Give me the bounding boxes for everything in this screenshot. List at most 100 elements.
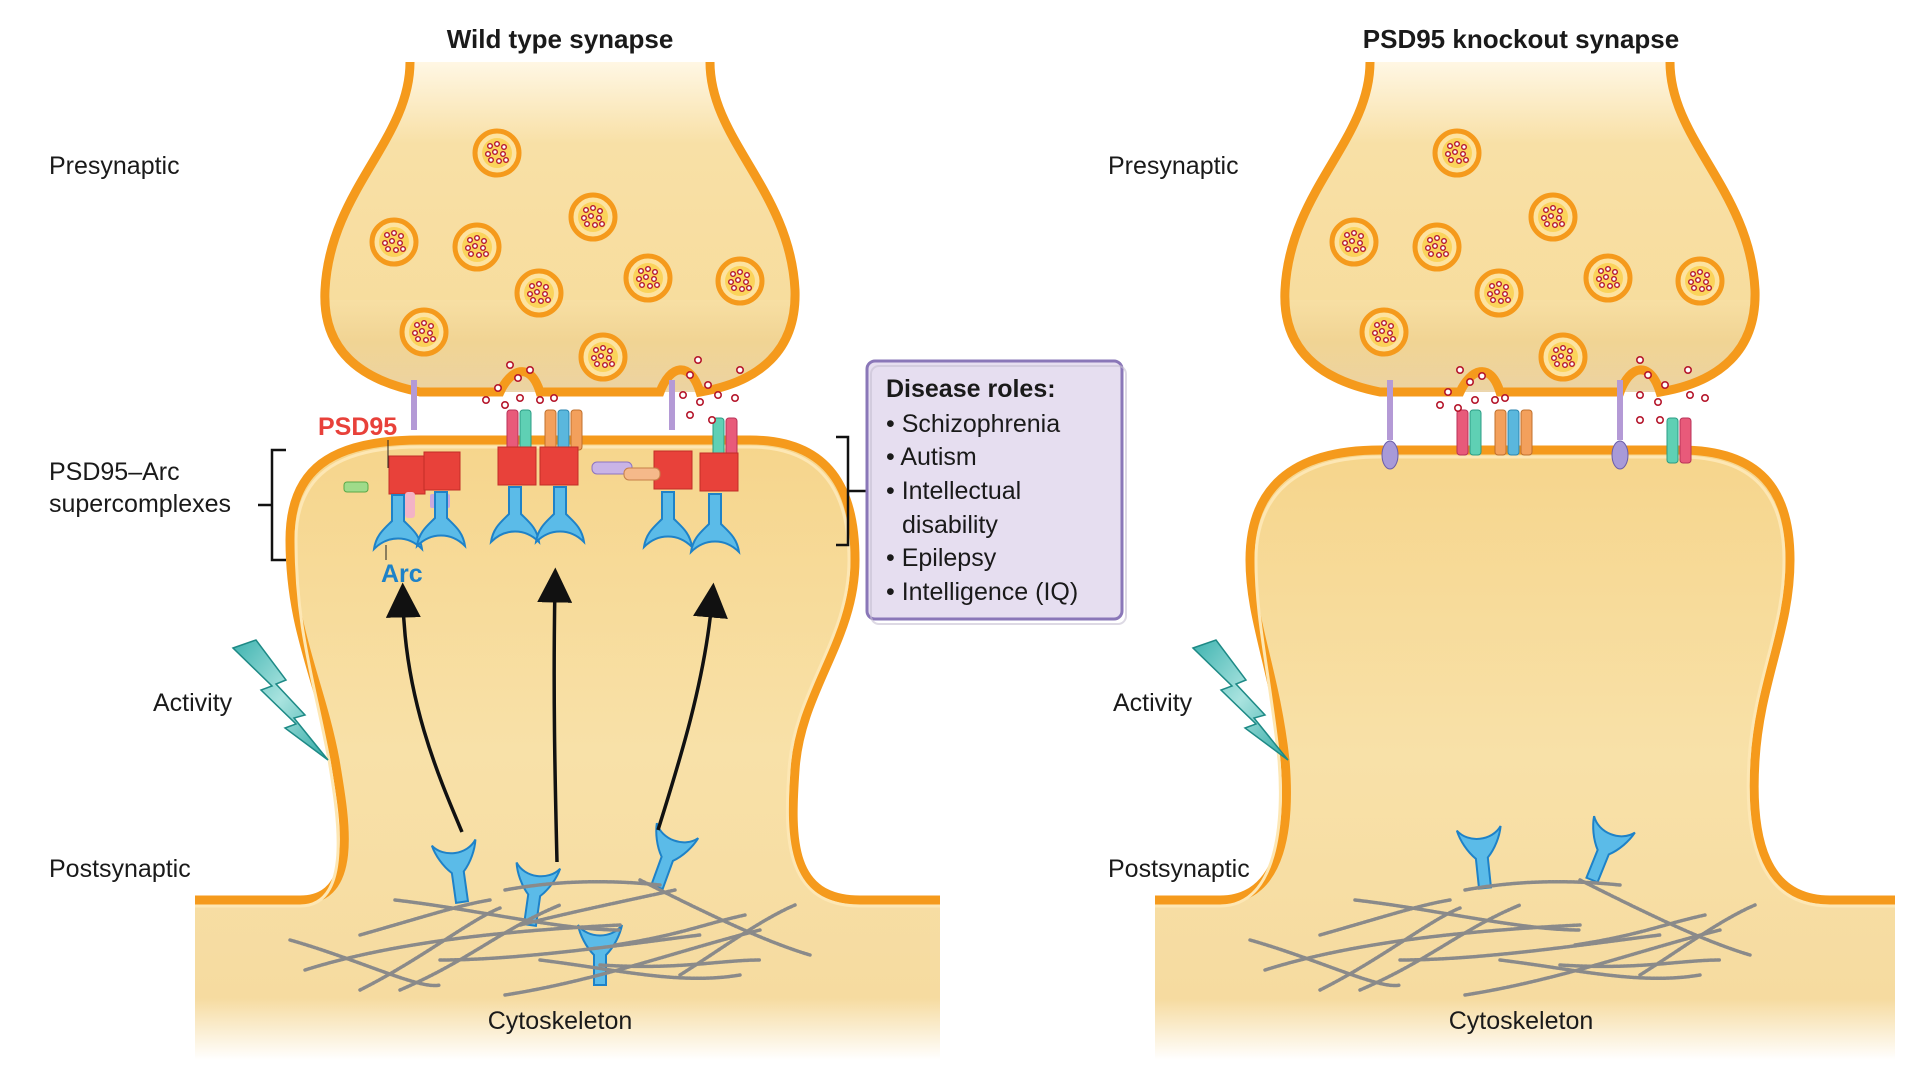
neurotransmitter-dots <box>481 355 744 424</box>
vesicle <box>1432 128 1482 178</box>
synaptic-vesicles <box>1329 128 1725 382</box>
wild-type-panel: Wild type synapse <box>49 24 940 1060</box>
disease-item: • Epilepsy <box>886 544 997 572</box>
presynaptic-label: Presynaptic <box>1108 152 1239 180</box>
neurotransmitter-dot <box>1454 403 1463 412</box>
neurotransmitter-dot <box>713 390 722 399</box>
neurotransmitter-dot <box>695 397 704 406</box>
neurotransmitter-dot <box>1444 387 1453 396</box>
vesicle <box>514 268 564 318</box>
psd95-label: PSD95 <box>318 413 397 441</box>
supercomplexes-label-line1: PSD95–Arc <box>49 458 180 486</box>
neurotransmitter-dot <box>500 400 509 409</box>
neurotransmitter-dot <box>493 383 502 392</box>
synaptic-vesicles <box>369 128 765 382</box>
transport-arrows <box>385 567 728 863</box>
neurotransmitter-dot <box>1701 393 1710 402</box>
neurotransmitter-dot <box>1636 415 1645 424</box>
disease-item: • Intelligence (IQ) <box>886 578 1078 606</box>
supercomplexes-label-line2: supercomplexes <box>49 490 231 518</box>
cytoskeleton-label: Cytoskeleton <box>1449 1007 1594 1035</box>
neurotransmitter-dot <box>1686 390 1695 399</box>
arc-label: Arc <box>381 560 423 588</box>
neurotransmitter-dot <box>1644 370 1653 379</box>
disease-roles-box: Disease roles: • Schizophrenia • Autism … <box>865 359 1127 625</box>
vesicle <box>1583 253 1633 303</box>
postsynaptic-spine <box>195 435 940 1060</box>
vesicle <box>1538 332 1588 382</box>
neurotransmitter-dots <box>1436 355 1710 424</box>
neurotransmitter-dot <box>1654 397 1663 406</box>
cytoskeleton-filaments <box>288 878 812 997</box>
neurotransmitter-dot <box>1661 380 1670 389</box>
vesicle <box>1359 307 1409 357</box>
neurotransmitter-dot <box>1656 415 1665 424</box>
postsynaptic-label: Postsynaptic <box>49 855 191 883</box>
cytoskeleton-label: Cytoskeleton <box>488 1007 633 1035</box>
arc-protein-icon <box>372 494 424 552</box>
panel-title: Wild type synapse <box>447 24 674 54</box>
activity-lightning-icon <box>1191 639 1289 761</box>
cytoskeleton-filaments <box>1248 878 1757 997</box>
postsynaptic-label: Postsynaptic <box>1108 855 1250 883</box>
disease-box-title: Disease roles: <box>886 375 1056 403</box>
vesicle <box>1675 256 1725 306</box>
presynaptic-terminal <box>320 61 800 398</box>
vesicle <box>1412 222 1462 272</box>
neurotransmitter-dot <box>1436 400 1445 409</box>
arc-protein-icon <box>415 491 467 549</box>
activity-label: Activity <box>1113 689 1193 717</box>
neurotransmitter-dot <box>1636 390 1645 399</box>
vesicle <box>568 192 618 242</box>
panel-title: PSD95 knockout synapse <box>1363 24 1679 54</box>
arc-protein-icon <box>1585 815 1636 884</box>
supercomplex-bracket-right <box>836 435 868 547</box>
neurotransmitter-dot <box>735 365 744 374</box>
presynaptic-label: Presynaptic <box>49 152 180 180</box>
arc-protein-icon <box>642 491 694 550</box>
neurotransmitter-dot <box>707 415 716 424</box>
arc-protein-icon <box>489 486 541 545</box>
neurotransmitter-dot <box>685 410 694 419</box>
vesicle <box>1474 268 1524 318</box>
neurotransmitter-dot <box>703 380 712 389</box>
neurotransmitter-dot <box>1684 365 1693 374</box>
neurotransmitter-dot <box>1478 371 1487 380</box>
disease-item: • Intellectual <box>886 477 1021 505</box>
disease-item: • Autism <box>886 443 977 471</box>
supercomplex-bracket-left <box>258 448 286 562</box>
neurotransmitter-dot <box>1466 377 1475 386</box>
glutamate-receptors <box>1381 380 1692 470</box>
vesicle <box>472 128 522 178</box>
presynaptic-terminal <box>1280 61 1760 398</box>
neurotransmitter-dot <box>730 393 739 402</box>
vesicle <box>1329 217 1379 267</box>
neurotransmitter-dot <box>515 393 524 402</box>
vesicle <box>578 332 628 382</box>
arc-protein-icon <box>534 486 586 545</box>
neurotransmitter-dot <box>1501 393 1510 402</box>
arc-protein-icon <box>430 838 477 904</box>
vesicle <box>715 256 765 306</box>
vesicle <box>399 307 449 357</box>
neurotransmitter-dot <box>513 373 522 382</box>
vesicle <box>369 217 419 267</box>
neurotransmitter-dot <box>549 393 558 402</box>
neurotransmitter-dot <box>685 370 694 379</box>
arc-proteins <box>372 486 741 986</box>
arc-proteins <box>1455 815 1636 890</box>
arc-protein-icon <box>650 822 700 891</box>
neurotransmitter-dot <box>678 390 687 399</box>
disease-item: • Schizophrenia <box>886 410 1060 438</box>
neurotransmitter-dot <box>693 355 702 364</box>
activity-lightning-icon <box>231 639 329 761</box>
neurotransmitter-dot <box>1471 395 1480 404</box>
knockout-panel: PSD95 knockout synapse <box>1108 24 1895 1060</box>
vesicle <box>1528 192 1578 242</box>
neurotransmitter-dot <box>1491 395 1500 404</box>
vesicle <box>623 253 673 303</box>
neurotransmitter-dot <box>1636 355 1645 364</box>
arc-protein-icon <box>689 493 741 555</box>
neurotransmitter-dot <box>481 395 490 404</box>
